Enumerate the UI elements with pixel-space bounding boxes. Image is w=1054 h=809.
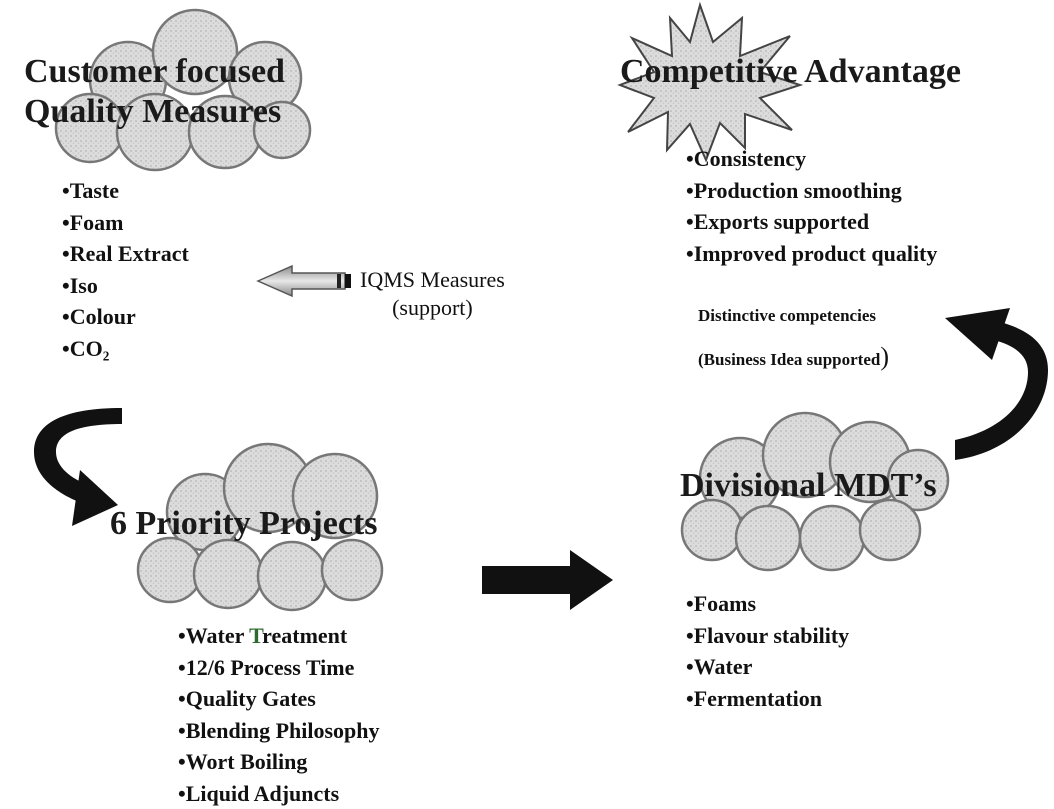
curved-arrow-left [34,384,122,526]
competencies-line2-text: (Business Idea supported [698,350,880,369]
arrow-right [482,550,613,610]
list-item: Consistency [686,143,937,175]
list-item: Exports supported [686,206,937,238]
iqms-label: IQMS Measures (support) [360,266,505,322]
list-item: 12/6 Process Time [178,652,380,684]
list-item: CO₂ [62,333,189,365]
list-item-text: Water [186,623,249,648]
curved-arrow-right [945,308,1048,460]
iqms-arrow [258,266,351,296]
list-item: Taste [62,175,189,207]
divisional-list: Foams Flavour stability Water Fermentati… [686,588,849,714]
customer-measures-list: Taste Foam Real Extract Iso Colour CO₂ [62,175,189,364]
priority-projects-list: Water Treatment 12/6 Process Time Qualit… [178,620,380,809]
competencies-line2: (Business Idea supported) [698,342,889,372]
list-item: Improved product quality [686,238,937,270]
divisional-title: Divisional MDT’s [680,466,937,506]
list-item-highlight: T [249,623,262,648]
list-item: Colour [62,301,189,333]
iqms-line1: IQMS Measures [360,266,505,294]
competencies-close-paren: ) [880,342,889,371]
priority-title: 6 Priority Projects [110,504,377,544]
list-item: Blending Philosophy [178,715,380,747]
competencies-line1: Distinctive competencies [698,306,876,326]
customer-title-line1: Customer focused [24,52,285,92]
list-item: Liquid Adjuncts [178,778,380,809]
list-item: Foams [686,588,849,620]
list-item: Real Extract [62,238,189,270]
customer-title-line2: Quality Measures [24,92,285,132]
customer-title: Customer focused Quality Measures [24,52,285,132]
iqms-line2: (support) [360,294,505,322]
list-item: Water Treatment [178,620,380,652]
list-item: Quality Gates [178,683,380,715]
list-item: Water [686,651,849,683]
list-item-text: reatment [262,623,347,648]
list-item: Foam [62,207,189,239]
list-item: Flavour stability [686,620,849,652]
list-item: Wort Boiling [178,746,380,778]
list-item: Production smoothing [686,175,937,207]
list-item: Fermentation [686,683,849,715]
competitive-advantage-list: Consistency Production smoothing Exports… [686,143,937,269]
competitive-title: Competitive Advantage [620,52,961,92]
list-item: Iso [62,270,189,302]
